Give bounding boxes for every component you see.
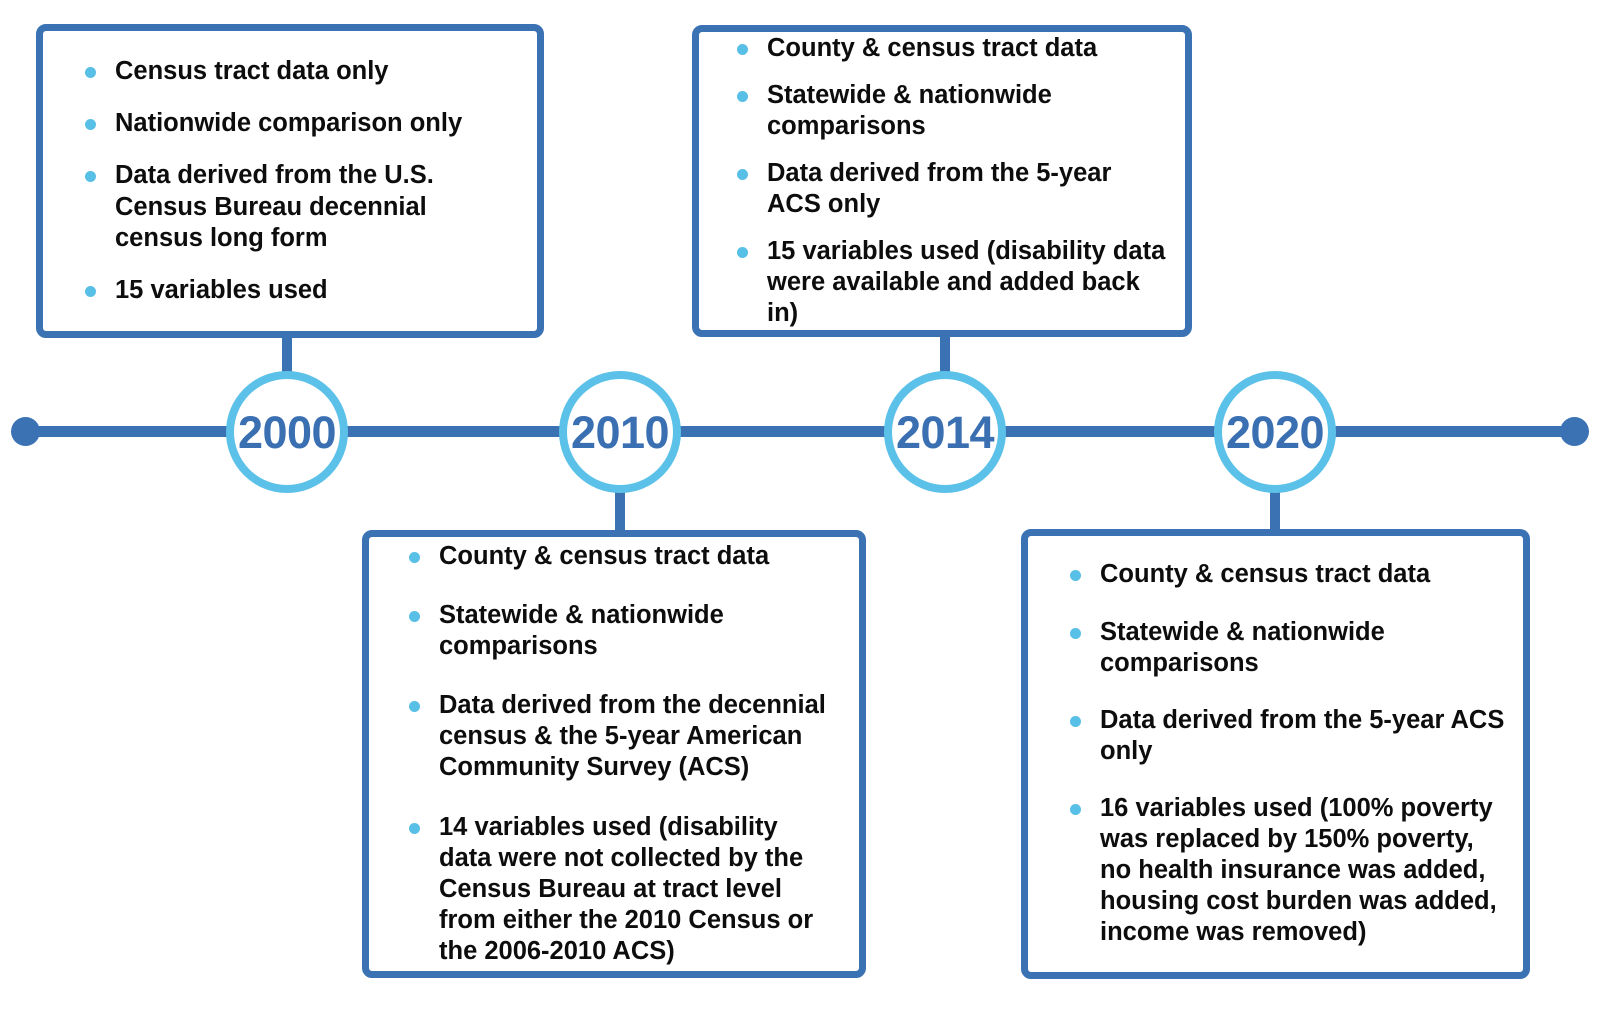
node-label-2014: 2014 [895, 406, 995, 458]
bullet-dot-icon [85, 285, 96, 297]
bullet-text: Data derived from the 5-year ACS only [767, 158, 1112, 218]
timeline-node-2020[interactable]: 2020 [1214, 371, 1336, 493]
bullet-list-2014: County & census tract data Statewide & n… [737, 33, 1167, 330]
connector-stem-2000 [282, 331, 292, 393]
bullet-dot-icon [409, 822, 420, 834]
timeline-start-dot [11, 417, 40, 446]
timeline-node-2010[interactable]: 2010 [559, 371, 681, 493]
list-item: Census tract data only [85, 56, 511, 87]
timeline-spine [22, 426, 1578, 437]
bullet-dot-icon [737, 43, 748, 55]
bullet-text: County & census tract data [439, 541, 770, 570]
connector-stem-2020 [1270, 484, 1280, 538]
bullet-text: Nationwide comparison only [115, 109, 463, 138]
milestone-box-2000: Census tract data only Nationwide compar… [36, 24, 544, 338]
connector-stem-2014 [940, 329, 950, 393]
bullet-dot-icon [409, 611, 420, 623]
bullet-list-2000: Census tract data only Nationwide compar… [85, 56, 511, 306]
bullet-text: Statewide & nationwide comparisons [1100, 617, 1385, 677]
list-item: Data derived from the decennial census &… [409, 690, 837, 783]
list-item: County & census tract data [737, 33, 1167, 64]
node-label-2000: 2000 [237, 406, 337, 458]
node-label-2020: 2020 [1225, 406, 1325, 458]
list-item: 14 variables used (disability data were … [409, 812, 837, 968]
bullet-dot-icon [1070, 627, 1081, 639]
bullet-dot-icon [737, 90, 748, 102]
connector-stem-2010 [615, 484, 625, 538]
bullet-dot-icon [737, 168, 748, 180]
bullet-dot-icon [409, 551, 420, 563]
list-item: Nationwide comparison only [85, 108, 511, 139]
list-item: 16 variables used (100% poverty was repl… [1070, 793, 1509, 949]
milestone-box-2020: County & census tract data Statewide & n… [1021, 529, 1530, 979]
bullet-dot-icon [1070, 715, 1081, 727]
list-item: 15 variables used (disability data were … [737, 236, 1167, 329]
bullet-text: Statewide & nationwide comparisons [439, 601, 724, 661]
bullet-dot-icon [409, 701, 420, 713]
bullet-text: County & census tract data [767, 33, 1098, 62]
milestone-box-2014: County & census tract data Statewide & n… [692, 25, 1192, 337]
bullet-dot-icon [737, 247, 748, 259]
bullet-text: Data derived from the U.S. Census Bureau… [115, 161, 434, 252]
list-item: Data derived from the 5-year ACS only [1070, 705, 1509, 767]
bullet-dot-icon [1070, 570, 1081, 582]
timeline-node-2000[interactable]: 2000 [226, 371, 348, 493]
list-item: County & census tract data [409, 541, 837, 572]
bullet-text: Statewide & nationwide comparisons [767, 80, 1052, 140]
bullet-text: 15 variables used [115, 275, 328, 304]
bullet-text: Census tract data only [115, 57, 389, 86]
milestone-box-2010: County & census tract data Statewide & n… [362, 530, 866, 978]
bullet-text: County & census tract data [1100, 560, 1431, 589]
bullet-dot-icon [85, 119, 96, 131]
bullet-dot-icon [1070, 804, 1081, 815]
bullet-dot-icon [85, 67, 96, 79]
list-item: Statewide & nationwide comparisons [409, 600, 837, 662]
list-item: Data derived from the U.S. Census Bureau… [85, 160, 511, 253]
bullet-list-2020: County & census tract data Statewide & n… [1070, 559, 1509, 948]
timeline-node-2014[interactable]: 2014 [884, 371, 1006, 493]
bullet-text: Data derived from the decennial census &… [439, 691, 826, 782]
bullet-text: 16 variables used (100% poverty was repl… [1100, 794, 1497, 947]
bullet-dot-icon [85, 171, 96, 183]
list-item: Statewide & nationwide comparisons [1070, 617, 1509, 679]
bullet-list-2010: County & census tract data Statewide & n… [409, 541, 837, 967]
list-item: 15 variables used [85, 275, 511, 306]
list-item: County & census tract data [1070, 559, 1509, 590]
bullet-text: Data derived from the 5-year ACS only [1100, 705, 1505, 765]
bullet-text: 14 variables used (disability data were … [439, 812, 814, 965]
list-item: Statewide & nationwide comparisons [737, 80, 1167, 142]
timeline-end-dot [1560, 417, 1589, 446]
bullet-text: 15 variables used (disability data were … [767, 237, 1166, 328]
list-item: Data derived from the 5-year ACS only [737, 158, 1167, 220]
node-label-2010: 2010 [570, 406, 670, 458]
